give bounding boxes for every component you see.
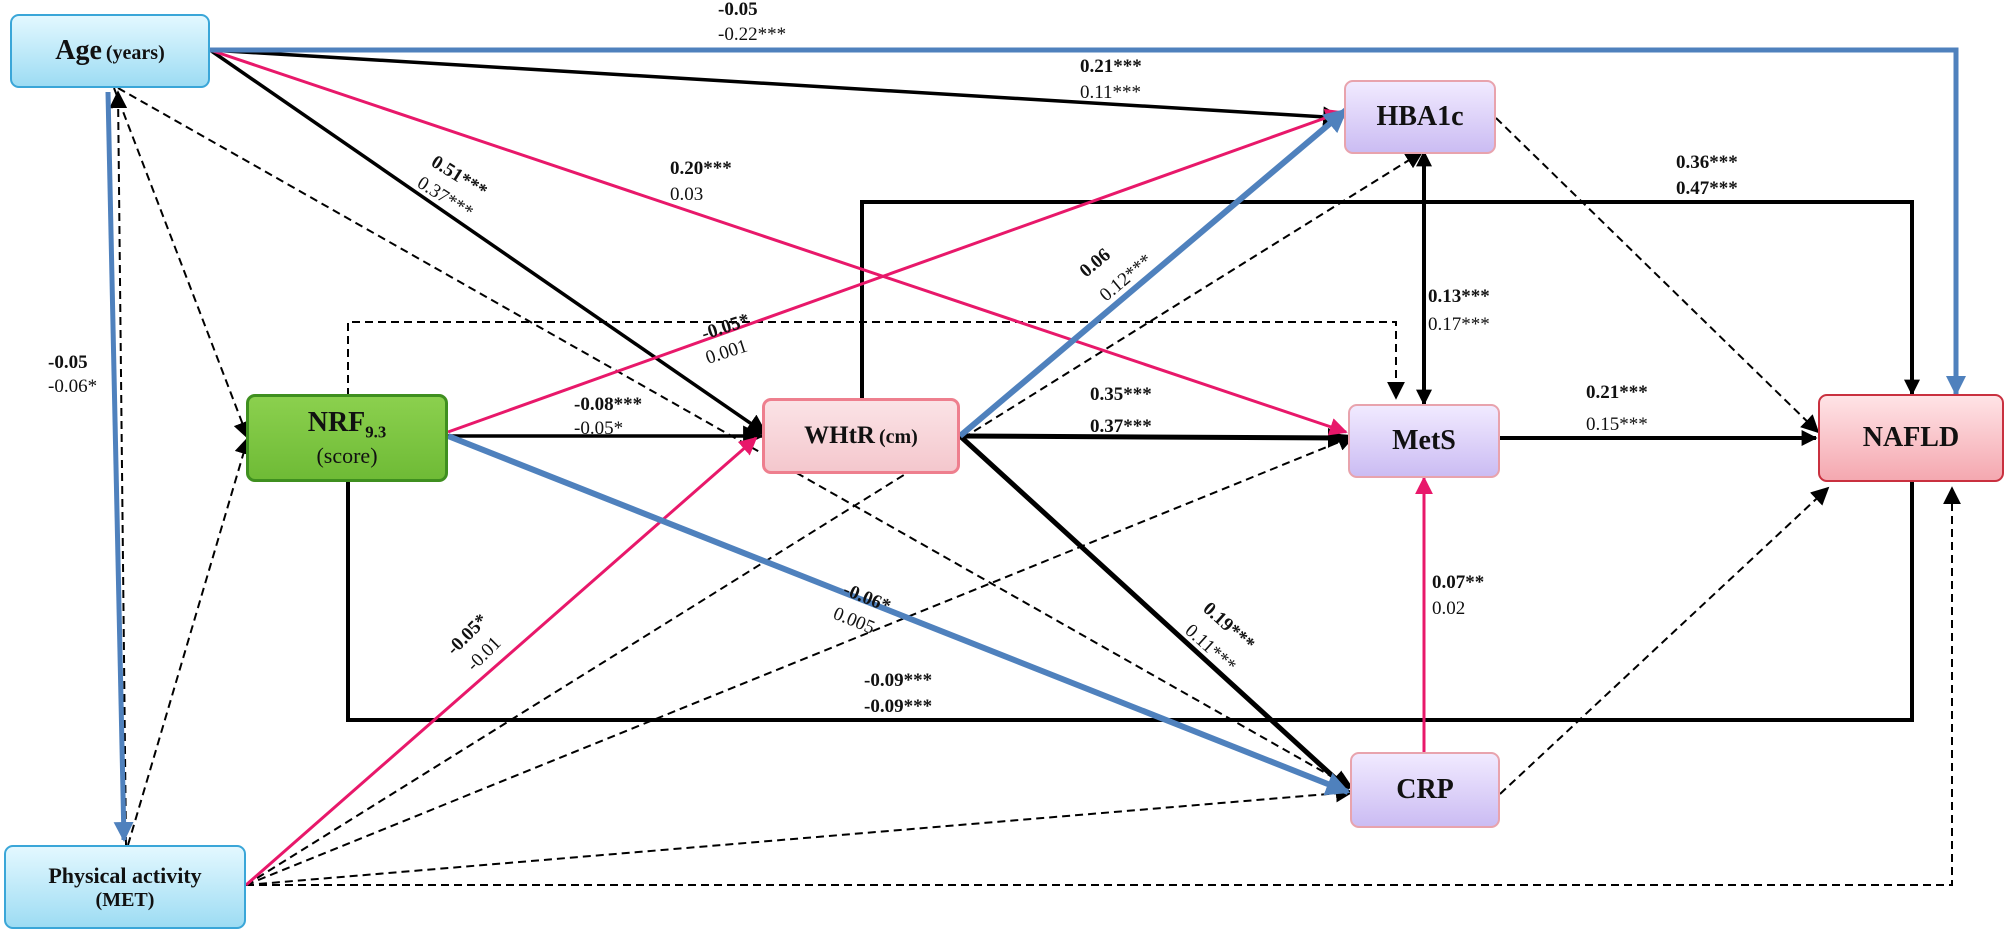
arrow-nrf-nafld — [346, 460, 1920, 722]
node-physical-activity-label: Physical activity — [48, 862, 202, 888]
node-whtr-unit: (cm) — [878, 426, 918, 448]
arrow-crp-nafld — [1499, 486, 1830, 795]
node-nrf-unit: (score) — [316, 442, 378, 468]
arrow-nrf-mets — [347, 321, 1405, 400]
arrow-age-pa — [105, 91, 134, 842]
node-nrf-subscript: 9.3 — [365, 422, 387, 442]
coef-crp-mets-a: 0.07** — [1432, 572, 1484, 593]
coef-whtr-mets-b: 0.37*** — [1090, 416, 1152, 437]
arrow-age-mets — [209, 48, 1348, 436]
coef-crp-mets-b: 0.02 — [1432, 598, 1465, 619]
node-nrf-label: NRF — [307, 407, 366, 439]
arrow-age-hba1c — [209, 48, 1345, 128]
arrow-whtr-nafld — [860, 200, 1920, 398]
node-age-unit: (years) — [105, 42, 165, 64]
coef-age-mets-b: 0.03 — [670, 184, 703, 205]
coef-nrf-whtr-a: -0.08*** — [574, 394, 642, 415]
coef-nrf-nafld-a: -0.09*** — [864, 670, 932, 691]
coef-age-pa-a: -0.05 — [48, 352, 88, 373]
coef-mets-nafld-a: 0.21*** — [1586, 382, 1648, 403]
node-physical-activity: Physical activity (MET) — [4, 845, 246, 929]
node-nafld-label: NAFLD — [1862, 422, 1960, 453]
arrow-pa-nrf — [127, 436, 253, 846]
node-hba1c-label: HBA1c — [1376, 101, 1464, 132]
node-nafld: NAFLD — [1818, 394, 2004, 482]
coef-age-mets-a: 0.20*** — [670, 158, 732, 179]
coef-age-nafld-a: -0.05 — [718, 0, 758, 20]
arrow-pa-hba1c — [245, 151, 1424, 886]
arrow-whtr-hba1c — [958, 107, 1348, 439]
arrow-age-nrf — [113, 87, 251, 440]
coef-whtr-mets-a: 0.35*** — [1090, 384, 1152, 405]
node-whtr: WHtR (cm) — [762, 398, 960, 474]
coef-nrf-whtr-b: -0.05* — [574, 418, 623, 439]
arrow-pa-whtr — [245, 436, 758, 887]
arrow-hba1c-nafld — [1495, 117, 1820, 434]
node-crp-label: CRP — [1396, 774, 1454, 805]
arrow-nrf-hba1c — [447, 108, 1344, 434]
arrow-age-nafld — [210, 47, 1966, 396]
coef-age-hba1c-b: 0.11*** — [1080, 82, 1141, 103]
arrow-pa-nafld — [246, 486, 1961, 886]
node-age-label: Age — [55, 35, 102, 66]
node-mets-label: MetS — [1392, 425, 1456, 456]
coef-whtr-hba1c-a: 0.06 — [1076, 244, 1115, 281]
coef-whtr-nafld-a: 0.36*** — [1676, 152, 1738, 173]
arrow-pa-age — [109, 90, 128, 846]
node-whtr-label: WHtR — [804, 422, 875, 449]
coef-hba1c-mets-b: 0.17*** — [1428, 314, 1490, 335]
coef-age-nafld-b: -0.22*** — [718, 24, 786, 45]
node-crp: CRP — [1350, 752, 1500, 828]
coef-mets-nafld-b: 0.15*** — [1586, 414, 1648, 435]
coef-nrf-nafld-b: -0.09*** — [864, 696, 932, 717]
arrow-whtr-mets — [959, 427, 1348, 448]
arrow-whtr-crp — [958, 434, 1350, 792]
arrow-pa-crp — [245, 784, 1354, 886]
arrow-age-crp — [117, 87, 1354, 789]
arrow-age-whtr — [209, 48, 768, 436]
arrow-pa-mets — [245, 433, 1356, 886]
node-nrf: NRF9.3 (score) — [246, 394, 448, 482]
node-physical-activity-unit: (MET) — [95, 888, 155, 911]
coef-whtr-nafld-b: 0.47*** — [1676, 178, 1738, 199]
arrow-nrf-crp — [446, 433, 1351, 796]
coef-hba1c-mets-a: 0.13*** — [1428, 286, 1490, 307]
node-mets: MetS — [1348, 404, 1500, 478]
node-age: Age (years) — [10, 14, 210, 88]
coef-age-pa-b: -0.06* — [48, 376, 97, 397]
node-hba1c: HBA1c — [1344, 80, 1496, 154]
coef-age-hba1c-a: 0.21*** — [1080, 56, 1142, 77]
